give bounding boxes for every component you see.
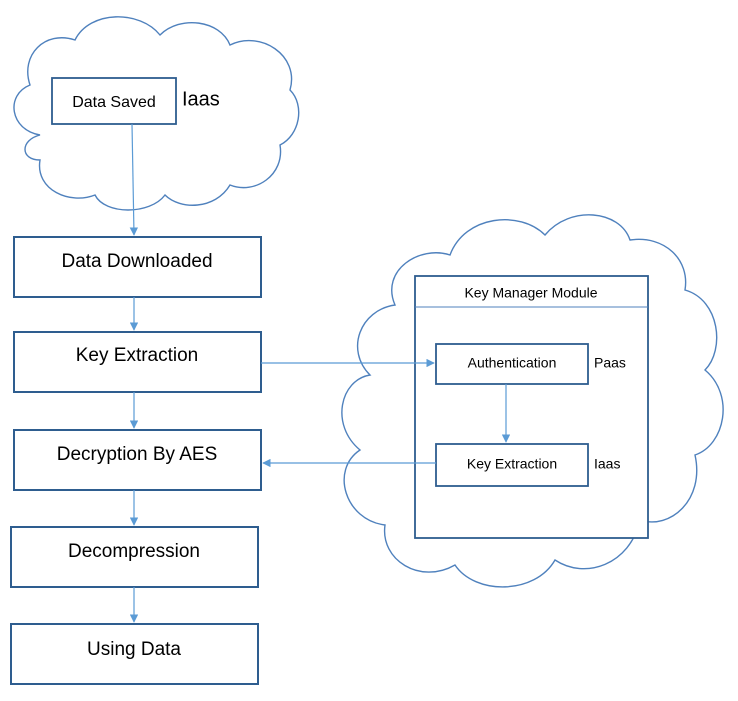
using-data-box[interactable] [10,623,259,685]
data-downloaded-label: Data Downloaded [61,251,212,272]
decryption-label: Decryption By AES [57,444,218,465]
module-title: Key Manager Module [464,285,597,301]
authentication-box[interactable] [435,343,589,385]
authentication-service-label: Paas [594,355,626,371]
module-key-extraction-label: Key Extraction [467,456,557,472]
key-manager-module [414,275,649,539]
module-key-extraction-service-label: Iaas [594,456,620,472]
top-cloud: Data Saved Iaas [13,16,300,211]
data-saved-label: Data Saved [72,94,156,111]
module-key-extraction-box[interactable] [435,443,589,487]
arrow-saved-to-downloaded [129,123,139,236]
data-saved-box[interactable] [51,77,177,125]
top-cloud-service-label: Iaas [182,88,220,110]
decompression-label: Decompression [68,541,200,562]
decryption-box[interactable] [13,429,262,491]
authentication-label: Authentication [468,355,557,371]
main-flow: Data Downloaded Key Extraction Decryptio… [10,236,262,685]
using-data-label: Using Data [87,639,181,660]
key-extraction-label: Key Extraction [76,345,199,366]
data-downloaded-box[interactable] [13,236,262,298]
key-extraction-box[interactable] [13,331,262,393]
right-cloud: Key Manager Module Authentication Paas K… [341,214,724,588]
arrows [129,123,511,623]
